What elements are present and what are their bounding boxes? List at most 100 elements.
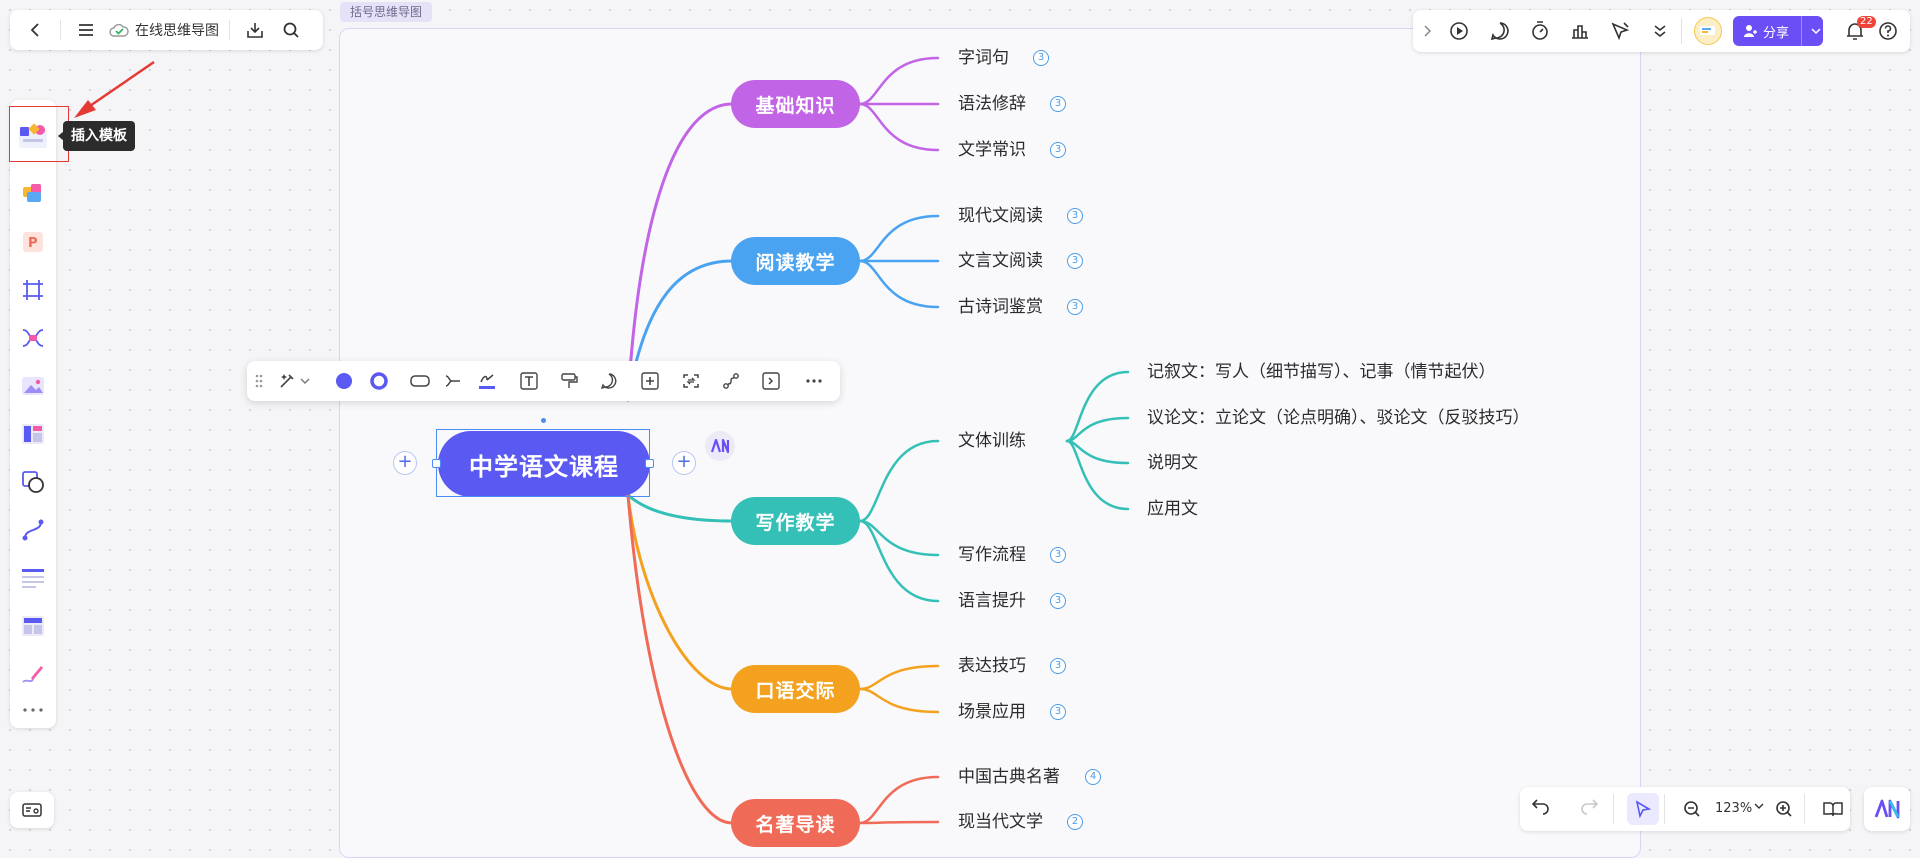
minimap-button[interactable] xyxy=(10,792,54,828)
drag-handle-icon[interactable] xyxy=(253,371,265,391)
leaf-node[interactable]: 记叙文：写人（细节描写）、记事（情节起伏） xyxy=(1147,362,1496,382)
chevron-down-icon[interactable] xyxy=(299,371,311,391)
topic-oral[interactable]: 口语交际 xyxy=(731,665,860,713)
ai-assistant-button[interactable] xyxy=(1864,787,1910,831)
leaf-node[interactable]: 说明文 xyxy=(1147,453,1198,473)
leaf-node[interactable]: 文言文阅读 xyxy=(958,251,1043,271)
image-icon[interactable] xyxy=(21,374,45,398)
book-icon[interactable] xyxy=(1823,800,1843,818)
leaf-node[interactable]: 现代文阅读 xyxy=(958,206,1043,226)
collapsed-count-badge[interactable]: 3 xyxy=(1033,50,1049,66)
zoom-out-icon[interactable] xyxy=(1683,800,1701,818)
collapsed-count-badge[interactable]: 3 xyxy=(1050,704,1066,720)
topic-basic-knowledge[interactable]: 基础知识 xyxy=(731,80,860,128)
insert-icon[interactable] xyxy=(640,371,660,391)
add-node-right-button[interactable]: + xyxy=(672,451,696,475)
leaf-node[interactable]: 应用文 xyxy=(1147,499,1198,519)
text-style-icon[interactable] xyxy=(519,371,539,391)
topic-classics[interactable]: 名著导读 xyxy=(731,799,860,847)
layout-template-icon[interactable] xyxy=(21,614,45,638)
present-play-icon[interactable] xyxy=(1449,21,1469,41)
style-wand-icon[interactable] xyxy=(277,371,297,391)
branch-style-icon[interactable] xyxy=(442,371,462,391)
chevron-down-icon[interactable] xyxy=(1811,28,1821,34)
share-button[interactable]: 分享 xyxy=(1733,16,1823,46)
line-color-icon[interactable] xyxy=(477,371,497,391)
download-icon[interactable] xyxy=(240,15,270,45)
redo-icon[interactable] xyxy=(1579,797,1599,817)
frame-label[interactable]: 括号思维导图 xyxy=(340,2,433,22)
connector-line-icon[interactable] xyxy=(21,518,45,542)
laser-pointer-icon[interactable] xyxy=(1610,21,1630,41)
collapsed-count-badge[interactable]: 2 xyxy=(1067,814,1083,830)
timer-icon[interactable] xyxy=(1530,21,1550,41)
resize-handle[interactable] xyxy=(645,459,654,468)
collapsed-count-badge[interactable]: 3 xyxy=(1067,253,1083,269)
leaf-node[interactable]: 表达技巧 xyxy=(958,656,1026,676)
help-icon[interactable] xyxy=(1878,21,1898,41)
fill-color-icon[interactable] xyxy=(334,371,354,391)
drag-dot[interactable] xyxy=(541,418,546,423)
collapsed-count-badge[interactable]: 4 xyxy=(1085,769,1101,785)
select-tool-icon[interactable] xyxy=(1627,793,1659,825)
vote-icon[interactable] xyxy=(1570,21,1590,41)
comment-icon[interactable] xyxy=(1490,21,1510,41)
leaf-node[interactable]: 古诗词鉴赏 xyxy=(958,297,1043,317)
frame-tool-icon[interactable] xyxy=(21,278,45,302)
insert-template-icon[interactable] xyxy=(18,121,48,151)
convert-icon[interactable] xyxy=(681,371,701,391)
topic-reading[interactable]: 阅读教学 xyxy=(731,237,860,285)
add-node-left-button[interactable]: + xyxy=(393,451,417,475)
sticker-icon[interactable] xyxy=(21,181,45,205)
format-painter-icon[interactable] xyxy=(559,371,579,391)
search-icon[interactable] xyxy=(276,15,306,45)
document-title-area[interactable]: 在线思维导图 xyxy=(109,20,219,40)
table-layout-icon[interactable] xyxy=(21,422,45,446)
ai-assist-icon[interactable] xyxy=(705,431,735,461)
back-icon[interactable] xyxy=(20,15,50,45)
leaf-node[interactable]: 文体训练 xyxy=(958,431,1026,451)
more-tools-icon[interactable] xyxy=(21,704,45,716)
comment-icon[interactable] xyxy=(599,371,619,391)
summary-icon[interactable] xyxy=(761,371,781,391)
mindmap-tool-icon[interactable] xyxy=(21,326,45,350)
collapsed-count-badge[interactable]: 3 xyxy=(1050,658,1066,674)
slides-icon[interactable]: P xyxy=(21,230,45,254)
leaf-node[interactable]: 中国古典名著 xyxy=(958,767,1060,787)
leaf-node[interactable]: 现当代文学 xyxy=(958,812,1043,832)
avatar[interactable] xyxy=(1694,17,1722,45)
relation-link-icon[interactable] xyxy=(721,371,741,391)
collapsed-count-badge[interactable]: 3 xyxy=(1050,142,1066,158)
text-block-icon[interactable] xyxy=(21,566,45,590)
border-color-icon[interactable] xyxy=(369,371,389,391)
collapse-double-chevron-icon[interactable] xyxy=(1650,21,1670,41)
menu-icon[interactable] xyxy=(71,15,101,45)
collapsed-count-badge[interactable]: 3 xyxy=(1067,299,1083,315)
leaf-node[interactable]: 议论文：立论文（论点明确）、驳论文（反驳技巧） xyxy=(1147,408,1530,428)
pen-draw-icon[interactable] xyxy=(21,662,45,686)
shapes-icon[interactable] xyxy=(21,470,45,494)
collapsed-count-badge[interactable]: 3 xyxy=(1067,208,1083,224)
resize-handle[interactable] xyxy=(432,459,441,468)
annotation-arrow xyxy=(74,60,155,118)
collapsed-count-badge[interactable]: 3 xyxy=(1050,96,1066,112)
chevron-down-icon[interactable] xyxy=(1754,803,1764,809)
collapsed-count-badge[interactable]: 3 xyxy=(1050,593,1066,609)
leaf-node[interactable]: 语法修辞 xyxy=(958,94,1026,114)
shape-icon[interactable] xyxy=(410,371,430,391)
bell-icon[interactable] xyxy=(1845,21,1865,41)
document-title[interactable]: 在线思维导图 xyxy=(135,23,219,39)
leaf-node[interactable]: 写作流程 xyxy=(958,545,1026,565)
leaf-node[interactable]: 场景应用 xyxy=(958,702,1026,722)
zoom-in-icon[interactable] xyxy=(1775,800,1793,818)
leaf-node[interactable]: 字词句 xyxy=(958,48,1009,68)
more-icon[interactable] xyxy=(804,371,824,391)
leaf-node[interactable]: 语言提升 xyxy=(958,591,1026,611)
chevron-right-icon[interactable] xyxy=(1421,21,1433,41)
undo-icon[interactable] xyxy=(1531,797,1551,817)
leaf-node[interactable]: 文学常识 xyxy=(958,140,1026,160)
root-topic[interactable]: 中学语文课程 xyxy=(438,431,650,497)
collapsed-count-badge[interactable]: 3 xyxy=(1050,547,1066,563)
topic-writing[interactable]: 写作教学 xyxy=(731,497,860,545)
zoom-level[interactable]: 123% xyxy=(1715,801,1753,816)
